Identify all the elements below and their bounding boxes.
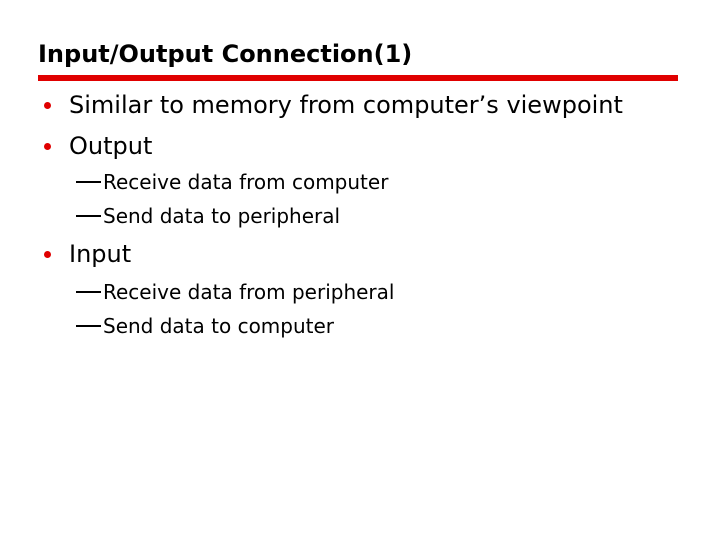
sub-bullet-text: Receive data from peripheral: [103, 280, 395, 304]
sub-bullet-text: Send data to peripheral: [103, 204, 341, 228]
bullet-dot-icon: [44, 250, 51, 258]
sub-bullet-item: Send data to computer: [76, 314, 334, 338]
bullet-text: Input: [69, 240, 132, 268]
dash-icon: [76, 215, 101, 217]
slide-title: Input/Output Connection(1): [38, 40, 413, 68]
sub-bullet-text: Receive data from computer: [103, 170, 389, 194]
title-underline: [38, 75, 678, 81]
bullet-dot-icon: [44, 101, 51, 109]
sub-bullet-item: Receive data from computer: [76, 170, 388, 194]
bullet-item: Input: [44, 240, 131, 268]
sub-bullet-item: Send data to peripheral: [76, 204, 340, 228]
dash-icon: [76, 181, 101, 183]
bullet-text: Similar to memory from computer’s viewpo…: [69, 91, 623, 119]
sub-bullet-item: Receive data from peripheral: [76, 280, 394, 304]
bullet-item: Output: [44, 132, 152, 160]
bullet-item: Similar to memory from computer’s viewpo…: [44, 91, 623, 119]
dash-icon: [76, 325, 101, 327]
bullet-dot-icon: [44, 142, 51, 150]
dash-icon: [76, 291, 101, 293]
sub-bullet-text: Send data to computer: [103, 314, 335, 338]
bullet-text: Output: [69, 132, 153, 160]
